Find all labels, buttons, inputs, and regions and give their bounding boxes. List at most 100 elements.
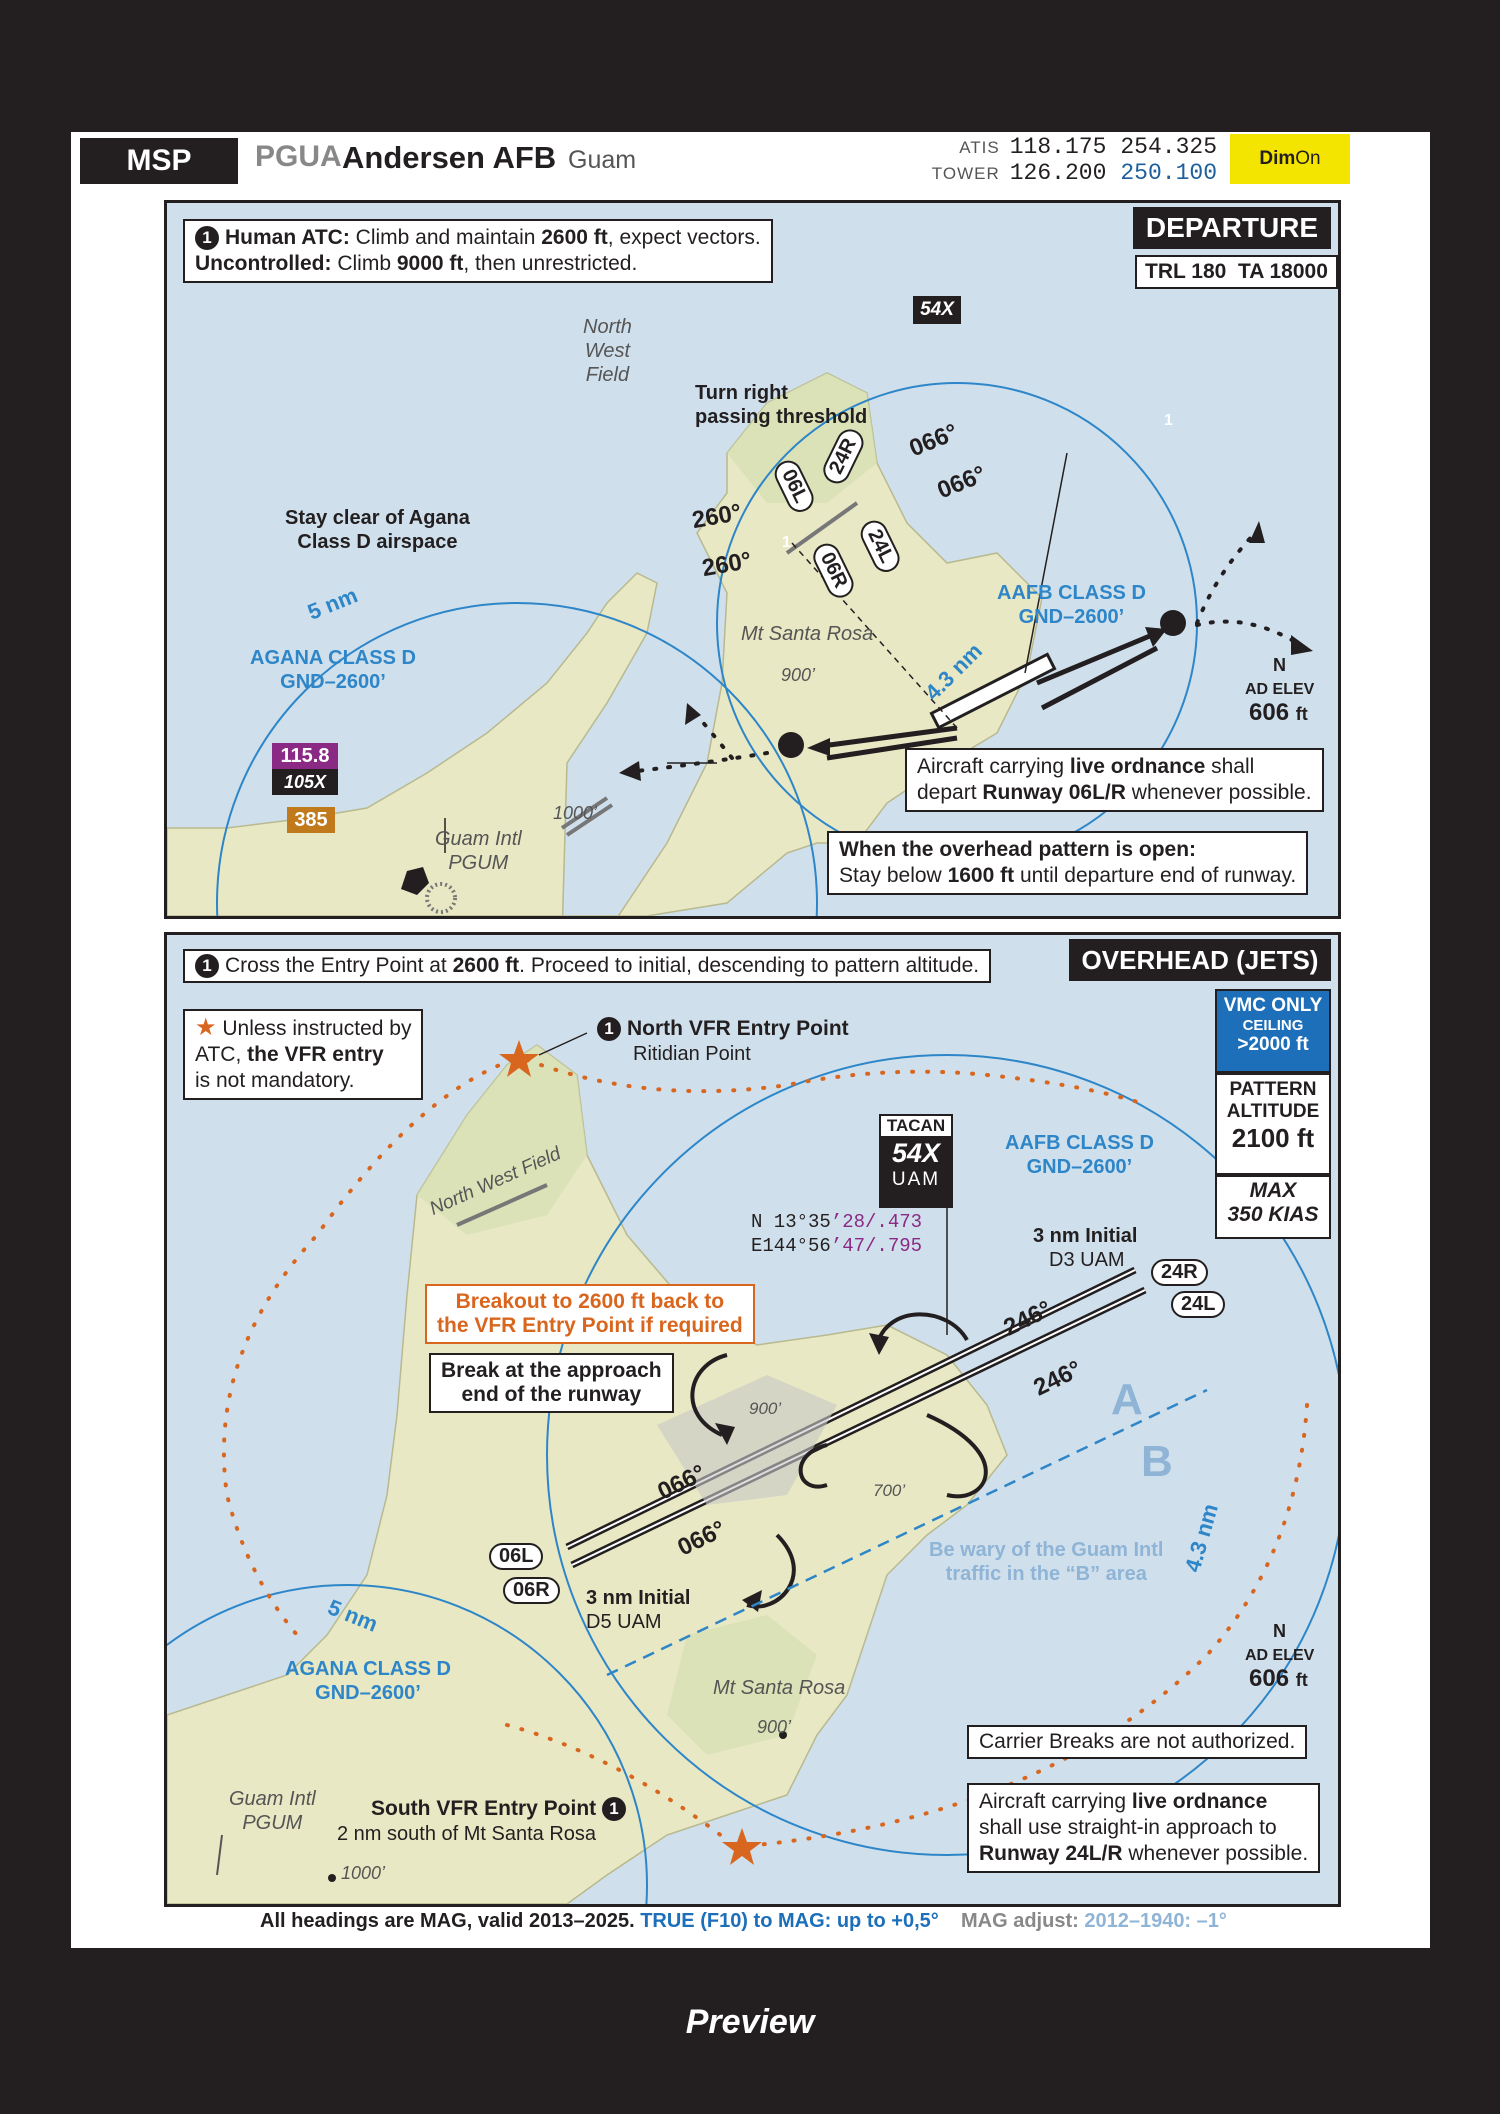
- breakout-line-1: Breakout to 2600 ft back to: [455, 1290, 725, 1313]
- human-atc-text-b: , expect vectors.: [607, 226, 761, 249]
- north-vfr-west-route: [221, 1058, 514, 1637]
- stay-clear-line-1: Stay clear of Agana: [285, 507, 470, 529]
- vortac-icon: [401, 867, 429, 895]
- ad-elev-value: 606 ft: [1249, 1665, 1308, 1693]
- on-label: On: [1295, 148, 1321, 169]
- dim-on-toggle[interactable]: DimOn: [1230, 134, 1350, 184]
- east-waypoint-marker: [1160, 610, 1186, 636]
- vor-frequency: 115.8: [272, 743, 338, 769]
- ord-oh-text-c: shall use straight-in approach to: [979, 1816, 1277, 1839]
- tower-label: TOWER: [931, 164, 1000, 183]
- agana-line-1: AGANA CLASS D: [285, 1658, 451, 1680]
- pattern-open-text-b: until departure end of runway.: [1014, 864, 1297, 887]
- ceiling-value: >2000 ft: [1237, 1034, 1309, 1055]
- ceiling-label: CEILING: [1242, 1017, 1304, 1034]
- north-label: N: [1273, 1621, 1286, 1641]
- elevation-700: 700’: [873, 1481, 906, 1500]
- south-entry-number-icon: 1: [602, 1797, 626, 1821]
- terrain-shading-2: [667, 1615, 817, 1755]
- vmc-only-box: VMC ONLY CEILING >2000 ft: [1215, 989, 1331, 1073]
- uncontrolled-altitude: 9000 ft: [396, 252, 464, 275]
- tower-freq-uhf: 250.100: [1120, 160, 1217, 186]
- ab-area-divider: [606, 1388, 1208, 1677]
- west-break-arrowhead-2: [742, 1590, 762, 1612]
- vfr-note-line-1: Unless instructed by: [222, 1017, 412, 1040]
- guam-intl-line-2: PGUM: [448, 852, 509, 874]
- carrier-breaks-note: Carrier Breaks are not authorized.: [967, 1725, 1308, 1759]
- transition-box: TRL 180 TA 18000: [1135, 255, 1338, 289]
- coord-e-deg: E144°56: [751, 1235, 831, 1257]
- coord-n-deg: N 13°35: [751, 1211, 831, 1233]
- chart-code: MSP: [80, 138, 238, 184]
- ord-oh-text-e: whenever possible.: [1122, 1842, 1309, 1865]
- west-north-arrowhead: [685, 703, 701, 725]
- mt-santa-rosa-elevation: 900’: [757, 1717, 792, 1737]
- vmc-only-label: VMC ONLY: [1223, 995, 1323, 1016]
- north-entry-leader: [538, 1032, 588, 1056]
- entry-note-altitude: 2600 ft: [452, 954, 520, 977]
- runway-24l-label: 24L: [1171, 1291, 1226, 1318]
- footer-valid: All headings are MAG, valid 2013–2025.: [260, 1910, 641, 1932]
- be-wary-line-2: traffic in the “B” area: [945, 1563, 1147, 1585]
- east-north-arrowhead: [1249, 521, 1265, 543]
- elevation-900: 900’: [749, 1399, 782, 1418]
- airport-name: Andersen AFB: [342, 140, 557, 175]
- east-departure-track: [1036, 630, 1158, 686]
- ad-elev-unit: ft: [1295, 1670, 1308, 1690]
- east-initial-label: 3 nm Initial: [1033, 1225, 1138, 1247]
- north-west-field-runway: [456, 1183, 548, 1227]
- aafb-class-d-ring: [546, 1054, 1338, 1856]
- guam-intl-runway-1: [560, 796, 609, 830]
- guam-intl-runway-2: [565, 803, 614, 837]
- pattern-open-label: When the overhead pattern is open:: [839, 838, 1197, 861]
- breakout-line-2: the VFR Entry Point if required: [437, 1314, 743, 1337]
- overhead-title: OVERHEAD (JETS): [1069, 939, 1331, 981]
- coord-e-min: ’47/.795: [830, 1235, 923, 1257]
- pattern-open-text-a: Stay below: [839, 864, 948, 887]
- uncontrolled-text-a: Climb: [331, 252, 397, 275]
- ord-oh-text-d: Runway 24L/R: [979, 1842, 1123, 1865]
- vfr-note-bold: the VFR entry: [247, 1043, 384, 1066]
- east-departure-track-2: [1040, 645, 1159, 711]
- mt-santa-rosa-elevation: 900’: [781, 665, 816, 685]
- nwf-line-1: North: [583, 316, 632, 338]
- area-a-label: A: [1111, 1375, 1143, 1424]
- guam-1000-peak: [328, 1874, 336, 1882]
- be-wary-line-1: Be wary of the Guam Intl: [929, 1539, 1164, 1561]
- runway-24r-label: 24R: [1151, 1259, 1208, 1286]
- runway-06r-label: 06R: [503, 1577, 560, 1604]
- pattern-alt-line-2: ALTITUDE: [1226, 1101, 1320, 1122]
- trl-value: TRL 180: [1145, 260, 1227, 283]
- atis-freq-uhf: 254.325: [1120, 134, 1217, 160]
- ord-text-f: whenever possible.: [1125, 781, 1312, 804]
- east-break-arrowhead: [869, 1333, 889, 1355]
- airport-location: Guam: [568, 146, 637, 174]
- dim-label: Dim: [1259, 148, 1296, 169]
- agana-line-2: GND–2600’: [280, 671, 386, 693]
- max-label: MAX: [1249, 1179, 1297, 1202]
- tacan-coord-e: E144°56’47/.795: [751, 1235, 922, 1257]
- west-arrowhead: [807, 738, 830, 756]
- ad-elev-unit: ft: [1295, 704, 1308, 724]
- turn-right-line-1: Turn right: [695, 382, 788, 404]
- aafb-line-2: GND–2600’: [1026, 1156, 1133, 1178]
- vfr-entry-note: ★ Unless instructed by ATC, the VFR entr…: [183, 1009, 424, 1100]
- star-icon: ★: [195, 1014, 217, 1041]
- west-waypoint-marker: [778, 732, 804, 758]
- mt-santa-rosa-label: Mt Santa Rosa: [741, 623, 874, 645]
- human-atc-altitude: 2600 ft: [541, 226, 608, 249]
- ordnance-departure-note: Aircraft carrying live ordnance shall de…: [905, 748, 1324, 812]
- mt-santa-rosa-peak: [779, 1731, 787, 1739]
- vor-tacan-channel: 105X: [272, 769, 338, 795]
